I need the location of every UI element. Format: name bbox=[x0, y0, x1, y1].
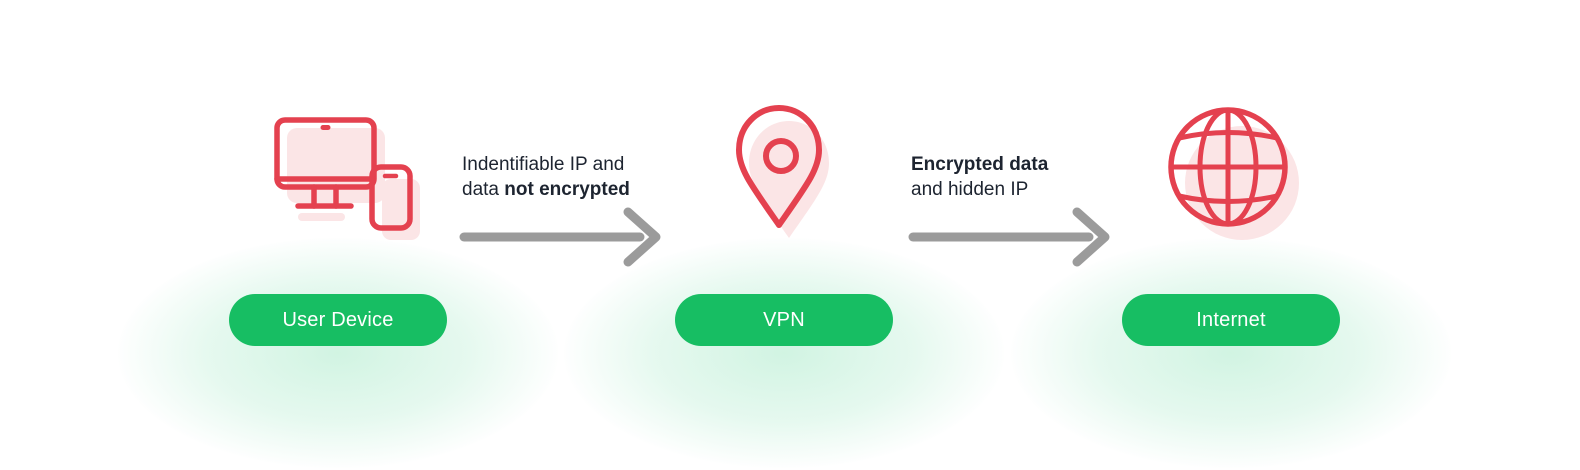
node-pill-label: User Device bbox=[282, 308, 394, 331]
globe-icon bbox=[1168, 107, 1299, 240]
node-pill-internet: Internet bbox=[1122, 294, 1340, 346]
phone-shadow bbox=[382, 179, 420, 240]
green-glow-vpn bbox=[564, 238, 1004, 468]
globe-bottom-parallel bbox=[1176, 193, 1280, 204]
arrow-label-line2: and hidden IP bbox=[911, 179, 1029, 200]
node-pill-vpn: VPN bbox=[675, 294, 893, 346]
arrow-right-icon-1 bbox=[459, 207, 661, 267]
arrow-label-line2-normal: data bbox=[462, 179, 499, 200]
location-pin-icon bbox=[736, 105, 829, 238]
node-pill-label: VPN bbox=[763, 308, 805, 331]
phone-outline bbox=[369, 164, 413, 231]
monitor-outline bbox=[274, 117, 377, 190]
arrow-right-icon-2 bbox=[908, 207, 1110, 267]
green-glow-internet bbox=[1011, 238, 1451, 468]
arrow-label-unencrypted: Indentifiable IP and data not encrypted bbox=[462, 152, 630, 202]
pin-outline bbox=[736, 105, 822, 228]
node-pill-user-device: User Device bbox=[229, 294, 447, 346]
globe-top-parallel bbox=[1176, 130, 1280, 141]
arrow-label-encrypted: Encrypted data and hidden IP bbox=[911, 152, 1048, 202]
stand-shadow bbox=[298, 213, 345, 221]
arrow-label-line2-bold: not encrypted bbox=[504, 179, 630, 200]
node-pill-label: Internet bbox=[1196, 308, 1266, 331]
arrow-label-line1-bold: Encrypted data bbox=[911, 154, 1049, 175]
pin-inner-circle bbox=[763, 138, 799, 174]
green-glow-user-device bbox=[118, 238, 558, 468]
monitor-phone-icon bbox=[274, 117, 420, 240]
globe-shadow bbox=[1185, 126, 1299, 240]
arrow-label-line1: Indentifiable IP and bbox=[462, 154, 625, 175]
